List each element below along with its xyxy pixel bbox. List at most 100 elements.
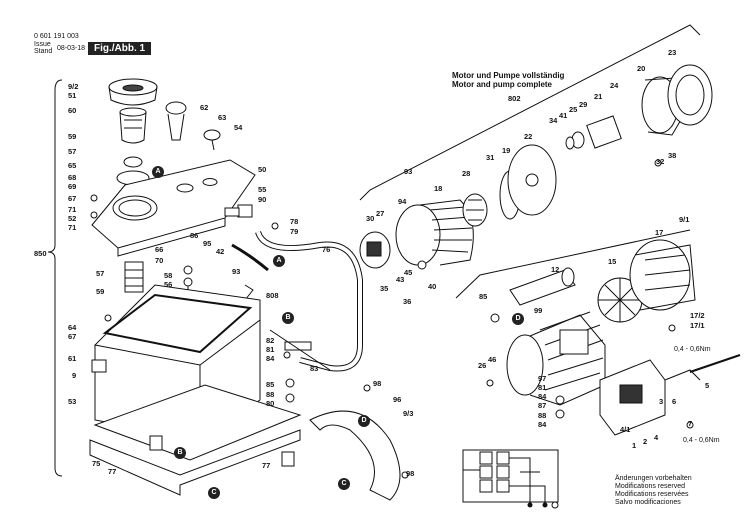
filter-59 <box>124 261 144 293</box>
part-label: 28 <box>462 169 471 178</box>
part-label: 98 <box>406 469 415 478</box>
part-label: 79 <box>290 227 299 236</box>
pressure-gauge <box>165 101 187 141</box>
part-label: 26 <box>478 361 487 370</box>
part-label: 93 <box>404 167 413 176</box>
wiring-schematic <box>462 449 559 509</box>
part-label: 84 <box>538 420 547 429</box>
filter-basket <box>119 107 147 144</box>
part-label: 78 <box>290 217 299 226</box>
part-label: 88 <box>266 390 275 399</box>
part-label: 43 <box>396 275 405 284</box>
part-label: 56 <box>164 280 173 289</box>
marker-b-base: B <box>174 447 186 459</box>
part-label: 30 <box>366 214 375 223</box>
part-label: 42 <box>216 247 225 256</box>
fitting-90 <box>224 204 253 218</box>
part-label: 57 <box>96 269 105 278</box>
part-label: 17/2 <box>690 311 705 320</box>
part-label: 77 <box>108 467 117 476</box>
valve-knob <box>203 129 221 151</box>
torque-spec-upper: 0,4 - 0,6Nm <box>674 346 711 353</box>
modification-notes: Änderungen vorbehalten Modifications res… <box>615 475 692 507</box>
part-label: 27 <box>376 209 385 218</box>
part-label: 67 <box>68 194 77 203</box>
part-label: 98 <box>373 379 382 388</box>
part-label: 20 <box>637 64 646 73</box>
part-label: 54 <box>234 123 243 132</box>
part-label: 64 <box>68 323 77 332</box>
part-label: 71 <box>68 205 77 214</box>
issue-label: Issue <box>34 41 51 48</box>
part-label: 17/1 <box>690 321 705 330</box>
part-label: 51 <box>68 91 77 100</box>
screws <box>90 159 694 479</box>
assembly-title: Motor und Pumpe vollständig Motor and pu… <box>452 71 564 89</box>
part-label: 19 <box>502 146 511 155</box>
part-label: 32 <box>656 157 665 166</box>
end-plate-23 <box>667 64 713 126</box>
pump-cover-30 <box>359 231 391 269</box>
assembly-title-en: Motor and pump complete <box>452 80 552 89</box>
part-label: 4 <box>654 433 659 442</box>
part-label: 45 <box>404 268 413 277</box>
part-label: 83 <box>310 364 319 373</box>
part-label: 38 <box>668 151 677 160</box>
part-label: 95 <box>203 239 212 248</box>
marker-a-hose: A <box>273 255 285 267</box>
marker-c-guard: C <box>338 478 350 490</box>
part-label: 55 <box>258 185 267 194</box>
part-label: 22 <box>524 132 533 141</box>
piston-28 <box>462 193 488 227</box>
part-label: 9/1 <box>679 215 690 224</box>
part-label: 36 <box>403 297 412 306</box>
part-label: 67 <box>68 332 77 341</box>
part-label: 9/2 <box>68 82 79 91</box>
marker-a-lid: A <box>152 166 164 178</box>
part-label: 84 <box>266 354 275 363</box>
part-label: 60 <box>68 106 77 115</box>
part-label: 7 <box>688 419 693 428</box>
marker-d-motor: D <box>512 313 524 325</box>
part-label: 88 <box>538 411 547 420</box>
issue-date: 08-03-18 <box>57 45 86 52</box>
fan-cover-17 <box>629 239 696 311</box>
part-label: 87 <box>538 401 547 410</box>
stand-label: Stand <box>34 48 53 55</box>
part-label: 65 <box>68 161 77 170</box>
part-label: 76 <box>322 245 331 254</box>
part-label: 41 <box>559 111 568 120</box>
part-label: 2 <box>643 437 648 446</box>
part-label: 4/1 <box>620 425 631 434</box>
part-label: 25 <box>569 105 578 114</box>
part-label: 46 <box>488 355 497 364</box>
note-en: Modifications reserved <box>615 483 686 490</box>
part-label: 6 <box>672 397 677 406</box>
marker-b-clamp: B <box>282 312 294 324</box>
group-label-808: 808 <box>266 291 279 300</box>
tank-lid <box>91 159 256 257</box>
part-label: 90 <box>258 195 267 204</box>
part-label: 93 <box>232 267 241 276</box>
part-label: 9/3 <box>403 409 414 418</box>
part-label: 81 <box>266 345 275 354</box>
cord-5 <box>689 354 741 373</box>
part-label: 58 <box>164 271 173 280</box>
hose-93 <box>231 243 269 272</box>
marker-d-guard: D <box>358 415 370 427</box>
part-label: 80 <box>266 399 275 408</box>
part-label: 75 <box>92 459 101 468</box>
part-label: 70 <box>155 256 164 265</box>
part-label: 18 <box>434 184 443 193</box>
part-label: 5 <box>705 381 710 390</box>
part-label: 68 <box>68 173 77 182</box>
part-label: 15 <box>608 257 617 266</box>
document-number: 0 601 191 003 <box>34 33 79 40</box>
part-label: 9 <box>72 371 77 380</box>
marker-c-base: C <box>208 487 220 499</box>
part-label: 40 <box>428 282 437 291</box>
bracket-850 <box>47 79 63 477</box>
part-label: 53 <box>68 397 77 406</box>
bracket-802 <box>359 24 701 201</box>
